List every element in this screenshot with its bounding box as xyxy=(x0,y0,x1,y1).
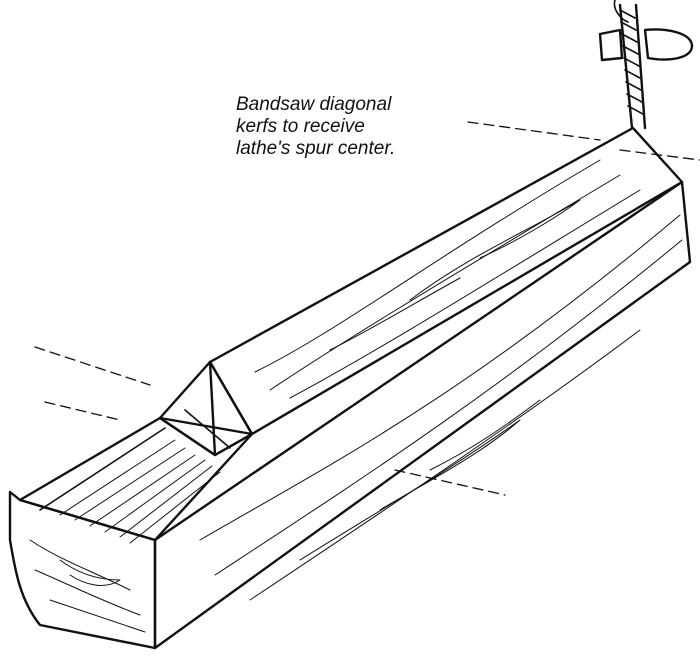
caption-line-3: lathe's spur center. xyxy=(236,138,396,159)
centerline-dash-bottom xyxy=(394,469,506,496)
caption-line-2: kerfs to receive xyxy=(236,116,365,137)
blank-top-face xyxy=(208,126,684,436)
centerline-dash-top-right xyxy=(619,149,700,161)
centerline-dash-left-lower xyxy=(44,401,121,421)
caption-line-1: Bandsaw diagonal xyxy=(236,94,392,115)
diagonal-kerfs xyxy=(158,360,254,457)
centerline-dashes xyxy=(34,121,700,496)
blank-side-face xyxy=(153,180,692,650)
end-grain-face xyxy=(8,490,157,650)
bandsaw-blade-icon xyxy=(598,0,694,130)
centerline-dash-left xyxy=(34,346,151,386)
annotation-caption: Bandsaw diagonal kerfs to receive lathe'… xyxy=(236,94,496,160)
centerline-dash-top xyxy=(467,121,601,141)
